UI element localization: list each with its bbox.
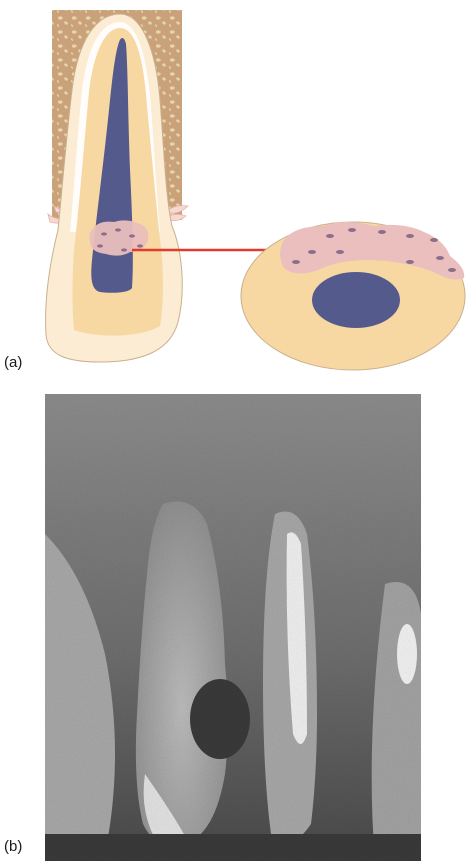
pulp-cross-section [312,272,400,328]
panel-label-a: (a) [4,354,22,371]
xray-resorption-lesion [190,679,250,759]
radiograph-panel-b [45,394,421,861]
xray-bottom-shadow [45,834,421,861]
xray-right-bright-spot [397,624,417,684]
panel-label-b: (b) [4,838,22,855]
diagram-panel-a [0,0,468,380]
